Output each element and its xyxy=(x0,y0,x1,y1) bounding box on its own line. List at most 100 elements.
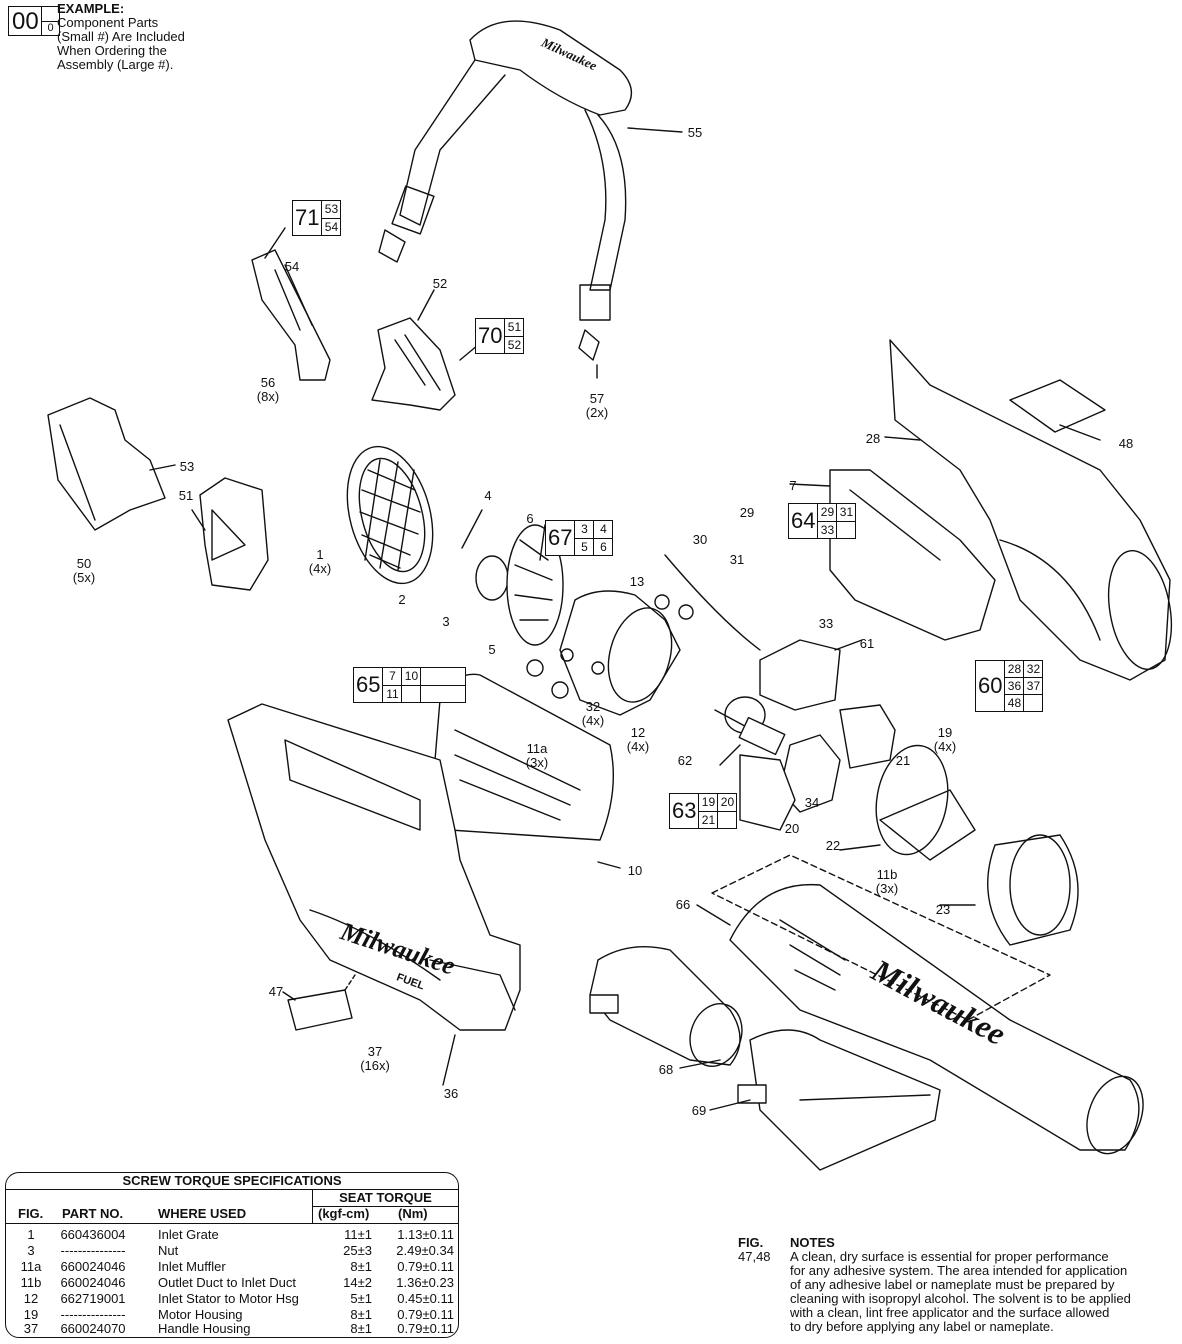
callout-number: 12 xyxy=(630,725,646,740)
component-number: 31 xyxy=(837,504,856,522)
cell-nm: 0.79±0.11 xyxy=(397,1307,454,1322)
callout-48: 48 xyxy=(1118,436,1134,451)
note-line: with a clean, lint free applicator and t… xyxy=(790,1305,1110,1320)
example-component-number: 0 xyxy=(47,22,54,34)
example-assembly-number: 00 xyxy=(8,6,42,36)
callout-50: 50(5x) xyxy=(73,557,95,585)
component-number: 21 xyxy=(699,811,719,828)
callout-quantity: (4x) xyxy=(933,739,957,754)
component-number xyxy=(718,812,736,829)
inlet-duct xyxy=(559,590,681,716)
callout-20: 20 xyxy=(784,821,800,836)
cell-fig: 11b xyxy=(20,1275,42,1290)
table-row: 37 660024070 Handle Housing 8±1 0.79±0.1… xyxy=(6,1321,458,1337)
callout-quantity: (3x) xyxy=(525,755,549,770)
component-number: 48 xyxy=(1005,695,1025,711)
component-number: 19 xyxy=(699,794,719,812)
header-nm: (Nm) xyxy=(398,1206,428,1221)
callout-1: 1(4x) xyxy=(309,548,331,576)
component-number: 33 xyxy=(818,521,838,538)
callout-6: 6 xyxy=(526,511,534,526)
callout-number: 11b xyxy=(876,867,898,882)
callout-22: 22 xyxy=(825,838,841,853)
callout-34: 34 xyxy=(804,795,820,810)
callout-2: 2 xyxy=(398,592,406,607)
component-number xyxy=(421,668,466,686)
assembly-number: 60 xyxy=(976,661,1006,711)
header-where: WHERE USED xyxy=(158,1206,247,1221)
cell-where: Inlet Stator to Motor Hsg xyxy=(158,1291,299,1306)
callout-31: 31 xyxy=(729,552,745,567)
component-number: 3 xyxy=(575,521,595,539)
callout-13: 13 xyxy=(629,574,645,589)
callout-5: 5 xyxy=(488,642,496,657)
callout-69: 69 xyxy=(691,1103,707,1118)
notes-header: NOTES xyxy=(790,1235,835,1250)
callout-55: 55 xyxy=(687,125,703,140)
table-title: SCREW TORQUE SPECIFICATIONS xyxy=(6,1173,458,1190)
component-number xyxy=(1024,695,1042,711)
callout-quantity: (16x) xyxy=(360,1058,390,1073)
example-line: When Ordering the xyxy=(57,43,167,58)
cell-fig: 11a xyxy=(20,1259,42,1274)
component-number: 29 xyxy=(818,504,838,522)
inlet-grate xyxy=(346,445,434,585)
callout-66: 66 xyxy=(675,897,691,912)
callout-number: 19 xyxy=(937,725,953,740)
callout-number: 1 xyxy=(316,547,324,562)
cell-kgf: 8±1 xyxy=(350,1259,372,1274)
header-kgf: (kgf-cm) xyxy=(318,1206,370,1221)
notes-fig: 47,48 xyxy=(738,1249,771,1264)
cell-kgf: 11±1 xyxy=(344,1227,372,1242)
control-board xyxy=(664,554,841,711)
callout-10: 10 xyxy=(627,863,643,878)
table-row: 19 --------------- Motor Housing 8±1 0.7… xyxy=(6,1307,458,1323)
note-line: for any adhesive system. The area intend… xyxy=(790,1263,1128,1278)
component-number: 32 xyxy=(1024,661,1043,678)
callout-32: 32(4x) xyxy=(582,700,604,728)
cell-kgf: 8±1 xyxy=(350,1321,372,1336)
callout-29: 29 xyxy=(739,505,755,520)
cell-where: Inlet Muffler xyxy=(158,1259,226,1274)
note-line: A clean, dry surface is essential for pr… xyxy=(790,1249,1109,1264)
label-48 xyxy=(1009,379,1106,433)
example-title: EXAMPLE: xyxy=(57,1,125,16)
callout-33: 33 xyxy=(818,616,834,631)
callout-23: 23 xyxy=(935,902,951,917)
table-row: 11b 660024046 Outlet Duct to Inlet Duct … xyxy=(6,1275,458,1291)
component-number: 10 xyxy=(402,668,422,686)
component-number: 53 xyxy=(322,201,341,219)
motor-housing xyxy=(739,704,896,831)
armature xyxy=(714,696,786,756)
cell-kgf: 25±3 xyxy=(343,1243,372,1258)
cell-where: Handle Housing xyxy=(158,1321,251,1336)
note-line: cleaning with isopropyl alcohol. The sol… xyxy=(790,1291,1131,1306)
callout-11b: 11b(3x) xyxy=(876,868,898,896)
component-number: 11 xyxy=(383,685,403,702)
cell-nm: 0.79±0.11 xyxy=(397,1321,454,1336)
cell-where: Inlet Grate xyxy=(158,1227,219,1242)
notes-section: FIG. NOTES 47,48 A clean, dry surface is… xyxy=(738,1236,1178,1334)
assembly-box-70: 70 51 52 xyxy=(475,318,525,354)
component-number xyxy=(837,522,855,539)
callout-62: 62 xyxy=(677,753,693,768)
example-line: Assembly (Large #). xyxy=(57,57,174,72)
part-51 xyxy=(199,477,269,591)
callout-52: 52 xyxy=(432,276,448,291)
callout-57: 57(2x) xyxy=(586,392,608,420)
notes-fig-header: FIG. xyxy=(738,1235,764,1250)
cell-kgf: 8±1 xyxy=(350,1307,372,1322)
cell-part: --------------- xyxy=(60,1307,126,1322)
callout-quantity: (2x) xyxy=(585,405,609,420)
callout-number: 56 xyxy=(260,375,276,390)
callout-51: 51 xyxy=(178,488,194,503)
table-row: 1 660436004 Inlet Grate 11±1 1.13±0.11 xyxy=(6,1227,458,1243)
assembly-number: 67 xyxy=(546,521,576,555)
callout-number: 32 xyxy=(585,699,601,714)
cell-fig: 19 xyxy=(23,1307,39,1322)
cell-part: 660024046 xyxy=(60,1259,126,1274)
component-number: 6 xyxy=(600,539,607,554)
component-number: 7 xyxy=(383,668,403,686)
callout-quantity: (5x) xyxy=(72,570,96,585)
table-row: 12 662719001 Inlet Stator to Motor Hsg 5… xyxy=(6,1291,458,1307)
